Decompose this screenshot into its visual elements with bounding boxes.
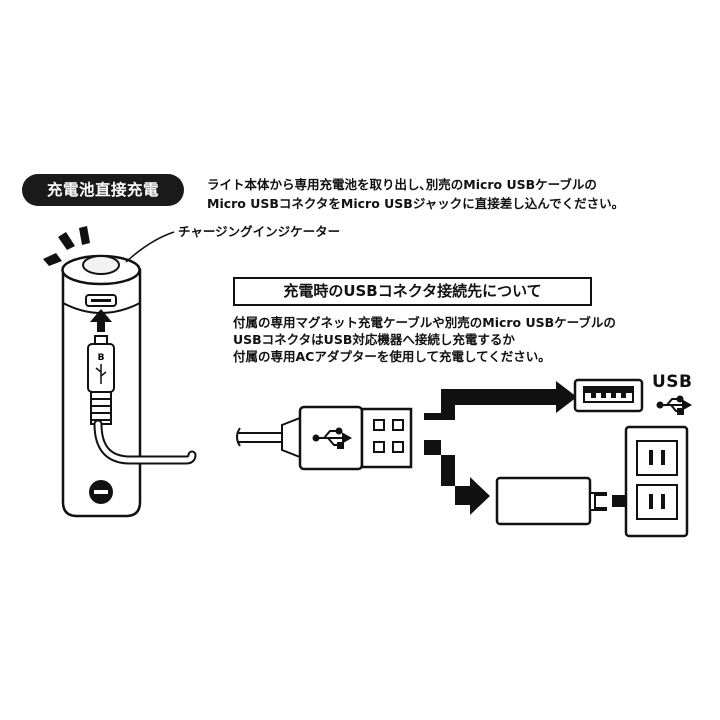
indicator-leader-line [125,231,175,263]
intro-line-1: ライト本体から専用充電池を取り出し､別売のMicro USBケーブルの [207,177,597,192]
ac-prong-bottom [595,507,607,511]
ray-mid-left [58,232,75,250]
usb-trident-icon [312,427,353,449]
shell-hole-bottom-right [392,441,404,453]
ray-mid [79,226,90,245]
usb-port-tongue [584,387,633,393]
section-description: 付属の専用マグネット充電ケーブルや別売のMicro USBケーブルの USBコネ… [233,314,703,365]
outlet-bottom-slot-left [649,494,653,509]
charging-indicator-label: チャージングインジケーター [178,224,341,239]
desc-line-2: USBコネクタはUSB対応機器へ接続し充電するか [233,332,515,347]
shell-hole-top-left [373,419,385,431]
strain-relief-ridges [91,398,111,421]
ac-adapter-neck [589,492,596,511]
outlet-top-slot-right [661,450,665,465]
section-badge: 充電池直接充電 [22,174,184,206]
intro-text: ライト本体から専用充電池を取り出し､別売のMicro USBケーブルの Micr… [207,175,707,213]
outlet-socket-top [636,440,678,476]
charging-indicator [82,255,120,275]
glow-rays [43,226,90,266]
ray-left [43,253,62,266]
desc-line-3: 付属の専用ACアダプターを使用して充電してください。 [233,349,551,364]
usb-a-metal-shell [360,407,413,469]
minus-icon [89,480,113,504]
usb-symbol-icon [656,395,693,415]
outlet-bottom-slot-right [661,494,665,509]
desc-line-1: 付属の専用マグネット充電ケーブルや別売のMicro USBケーブルの [233,315,616,330]
arrow-to-usb-port [424,381,577,420]
outlet-top-slot-left [649,450,653,465]
ac-adapter-icon [495,476,607,526]
section-title: 充電時のUSBコネクタ接続先について [233,277,592,306]
usb-port-icon [573,378,644,413]
connector-letter: B [98,353,105,363]
ac-adapter-body [495,476,592,526]
usb-a-strain-relief [281,416,301,459]
outlet-socket-bottom [636,484,678,520]
usb-port-pins [591,393,626,398]
micro-usb-cable: B [87,335,197,465]
micro-usb-plug-tip [94,335,108,345]
power-outlet-icon [624,425,689,538]
cable-inner [95,421,195,463]
plug-usb-symbol [95,364,107,384]
shell-hole-bottom-left [373,441,385,453]
arrow-to-ac-adapter [424,440,490,515]
cable-cut-end [236,427,241,447]
usb-port-label: USB [652,372,693,392]
arrow-up-icon [90,309,112,332]
usb-a-cable [236,405,413,471]
micro-usb-jack-slot [91,299,111,302]
shell-hole-top-right [392,419,404,431]
intro-line-2: Micro USBコネクタをMicro USBジャックに直接差し込んでください。 [207,196,625,211]
ac-prong-top [595,492,607,496]
